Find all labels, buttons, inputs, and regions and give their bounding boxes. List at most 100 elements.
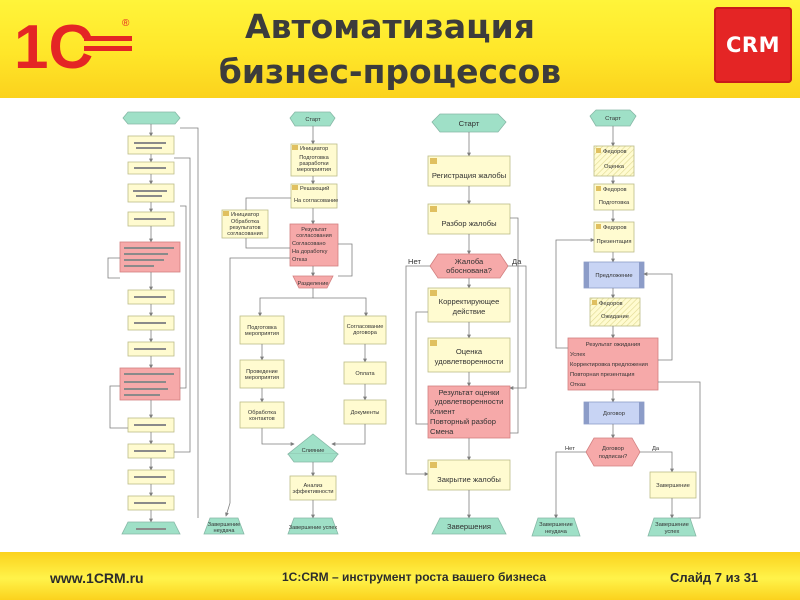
flow2-option-rework: На доработку bbox=[292, 249, 328, 255]
flow1-node bbox=[127, 135, 175, 155]
flow4-end-success bbox=[647, 517, 697, 537]
flow2-end-success bbox=[287, 517, 339, 535]
flow2-process-contacts-line1: Обработка bbox=[248, 410, 277, 416]
flow4-waiting-result bbox=[567, 337, 659, 391]
flow2-option-refuse: Отказ bbox=[292, 257, 308, 263]
flow3-option-repeat-review: Повторный разбор bbox=[430, 417, 496, 426]
flow4-contract-label: Договор bbox=[603, 411, 625, 417]
flow4-option-success: Успех bbox=[570, 352, 585, 358]
flow2-process-contacts-line2: контактов bbox=[249, 416, 274, 422]
flow4-completion bbox=[649, 471, 697, 499]
crm-badge: CRM bbox=[714, 7, 792, 83]
flow3-option-change: Смена bbox=[430, 427, 454, 436]
flow4-no-label: Нет bbox=[565, 446, 575, 452]
slide-header: 1С ® Автоматизация бизнес-процессов CRM bbox=[0, 0, 800, 98]
flow2-initiator-side-label: Инициатор bbox=[231, 212, 259, 218]
slide-footer: www.1CRM.ru 1С:CRM – инструмент роста ва… bbox=[0, 550, 800, 600]
flow2-analysis-line2: эффективности bbox=[292, 489, 333, 495]
logo-stripe-2 bbox=[84, 46, 132, 51]
flow4-presentation-label: Презентация bbox=[596, 239, 631, 245]
website-link[interactable]: www.1CRM.ru bbox=[50, 570, 144, 586]
flow4-assessment-label: Оценка bbox=[604, 164, 625, 170]
flow2-payment-label: Оплата bbox=[355, 371, 375, 377]
flow4-start-label: Старт bbox=[605, 116, 621, 122]
flow-4 bbox=[531, 109, 701, 537]
flow4-labels: Старт Федоров Оценка Федоров Подготовка … bbox=[539, 116, 690, 535]
registered-mark: ® bbox=[122, 18, 130, 29]
flow2-process-results-line1: Обработка bbox=[231, 219, 260, 225]
flow3-start bbox=[431, 113, 507, 133]
flow4-end-fail bbox=[531, 517, 581, 537]
slide-total: 31 bbox=[743, 570, 759, 585]
flow3-end bbox=[431, 517, 507, 535]
flow3-assessment-result bbox=[427, 385, 511, 439]
flow3-close-label: Закрытие жалобы bbox=[437, 475, 501, 484]
flow-3 bbox=[405, 113, 527, 535]
flow3-assessment-result-line2: удовлетворенности bbox=[435, 397, 504, 406]
flow2-labels: Старт Инициатор Подготовка разработки ме… bbox=[208, 117, 384, 534]
flow4-end-success-line2: успех bbox=[665, 529, 680, 535]
flow3-close bbox=[427, 459, 511, 491]
flow2-documents-label: Документы bbox=[351, 410, 380, 416]
flow-2 bbox=[203, 111, 387, 535]
flow2-approval-result-line1: Результат bbox=[301, 227, 327, 233]
1c-logo: 1С ® bbox=[12, 10, 140, 87]
slide-prefix: Слайд bbox=[670, 570, 712, 585]
flow4-waiting bbox=[589, 297, 641, 327]
1c-logo-text: 1С bbox=[14, 13, 93, 82]
slide-separator: из bbox=[725, 570, 741, 585]
flow2-prep bbox=[290, 143, 338, 177]
flow2-end-fail bbox=[203, 517, 245, 535]
flow2-prep-event-line2: мероприятия bbox=[245, 331, 279, 337]
flow3-register bbox=[427, 155, 511, 187]
slide-current: 7 bbox=[714, 570, 722, 585]
flow4-end-fail-line2: неудача bbox=[545, 529, 568, 535]
logo-stripe-1 bbox=[84, 36, 132, 41]
flow2-prep-line3: мероприятия bbox=[297, 167, 331, 173]
slide-counter: Слайд 7 из 31 bbox=[670, 570, 758, 585]
flow3-start-label: Старт bbox=[459, 119, 480, 128]
flow2-process-results bbox=[221, 209, 269, 239]
flow4-performer3-label: Федоров bbox=[603, 225, 627, 231]
flow3-yes-label: Да bbox=[512, 257, 522, 266]
flow2-option-approved: Согласовано bbox=[292, 241, 326, 247]
flow2-prep-event-line1: Подготовка bbox=[247, 325, 277, 331]
page-title: Автоматизация бизнес-процессов bbox=[140, 4, 640, 94]
footer-tagline: 1С:CRM – инструмент роста вашего бизнеса bbox=[282, 570, 547, 584]
flow1-start bbox=[122, 111, 181, 125]
flow4-contract-decision bbox=[585, 437, 641, 467]
flow2-end-fail-line2: неудача bbox=[213, 528, 235, 534]
flow2-conduct-event-line2: мероприятия bbox=[245, 375, 279, 381]
flow4-performer4-label: Федоров bbox=[599, 301, 623, 307]
flow4-option-adjust: Корректировка предложения bbox=[570, 362, 648, 368]
flow2-contract-approval-line1: Согласование bbox=[347, 324, 384, 330]
flow2-for-approval-label: На согласование bbox=[294, 198, 338, 204]
flow4-performer2-label: Федоров bbox=[603, 187, 627, 193]
flow4-end-fail-line1: Завершение bbox=[539, 522, 573, 528]
flow3-assessment-line1: Оценка bbox=[456, 347, 483, 356]
flow4-option-repeat: Повторная презентация bbox=[570, 372, 635, 378]
flow2-approval-result-line2: согласования bbox=[296, 233, 332, 239]
flow3-no-label: Нет bbox=[408, 257, 421, 266]
flow2-analysis-line1: Анализ bbox=[304, 483, 323, 489]
flow4-contract-decision-line2: подписан? bbox=[599, 454, 628, 460]
flow3-assessment-line2: удовлетворенности bbox=[435, 357, 504, 366]
flow2-prep-event bbox=[239, 315, 285, 345]
flow4-waiting-label: Ожидание bbox=[601, 314, 629, 320]
flow2-end-fail-line1: Завершение bbox=[208, 522, 241, 528]
flow2-initiator-label: Инициатор bbox=[300, 146, 328, 152]
flow4-contract-decision-line1: Договор bbox=[602, 446, 624, 452]
flow2-split bbox=[292, 275, 334, 289]
flow2-split-label: Разделение bbox=[298, 281, 329, 287]
flow4-completion-label: Завершение bbox=[656, 483, 690, 489]
flow3-review-label: Разбор жалобы bbox=[441, 219, 496, 228]
flow2-process-results-line2: результатов bbox=[229, 225, 260, 231]
flow2-prep-line1: Подготовка bbox=[299, 155, 329, 161]
process-diagrams: Старт Инициатор Подготовка разработки ме… bbox=[107, 109, 701, 537]
flow3-option-client: Клиент bbox=[430, 407, 456, 416]
flow2-process-contacts bbox=[239, 401, 285, 429]
flow3-decision-line1: Жалоба bbox=[455, 257, 484, 266]
flow2-end-success-label: Завершение успех bbox=[289, 525, 338, 531]
flow3-corrective-line2: действие bbox=[453, 307, 486, 316]
flow3-corrective-line1: Корректирующее bbox=[439, 297, 500, 306]
